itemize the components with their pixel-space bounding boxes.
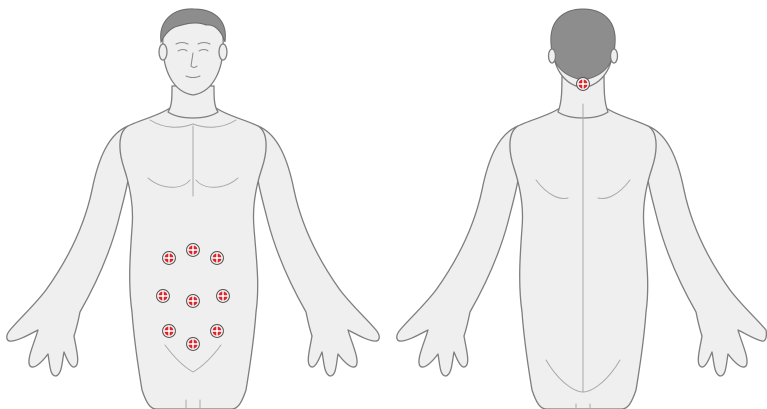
back-hair [551,9,615,80]
front-abdomen-point-8-target-crosshair-icon[interactable] [187,338,200,351]
back-left-ear [549,49,556,63]
front-abdomen-point-6-target-crosshair-icon[interactable] [217,290,230,303]
front-left-arm [7,126,128,376]
front-abdomen-point-9-target-crosshair-icon[interactable] [211,325,224,338]
front-abdomen-point-4-target-crosshair-icon[interactable] [157,290,170,303]
back-view-figure [397,9,767,409]
back-neck-points [577,78,590,91]
front-right-arm [258,126,379,376]
back-right-ear [611,49,618,63]
back-right-arm [648,126,766,376]
front-abdomen-point-1-target-crosshair-icon[interactable] [163,252,176,265]
front-abdomen-point-3-target-crosshair-icon[interactable] [211,252,224,265]
front-left-ear [159,44,167,60]
front-abdomen-point-2-target-crosshair-icon[interactable] [187,244,200,257]
front-abdomen-point-5-target-crosshair-icon[interactable] [187,295,200,308]
back-neck-point-1-target-crosshair-icon[interactable] [577,78,590,91]
back-left-arm [397,126,518,376]
front-abdomen-point-7-target-crosshair-icon[interactable] [163,325,176,338]
front-right-ear [219,44,227,60]
